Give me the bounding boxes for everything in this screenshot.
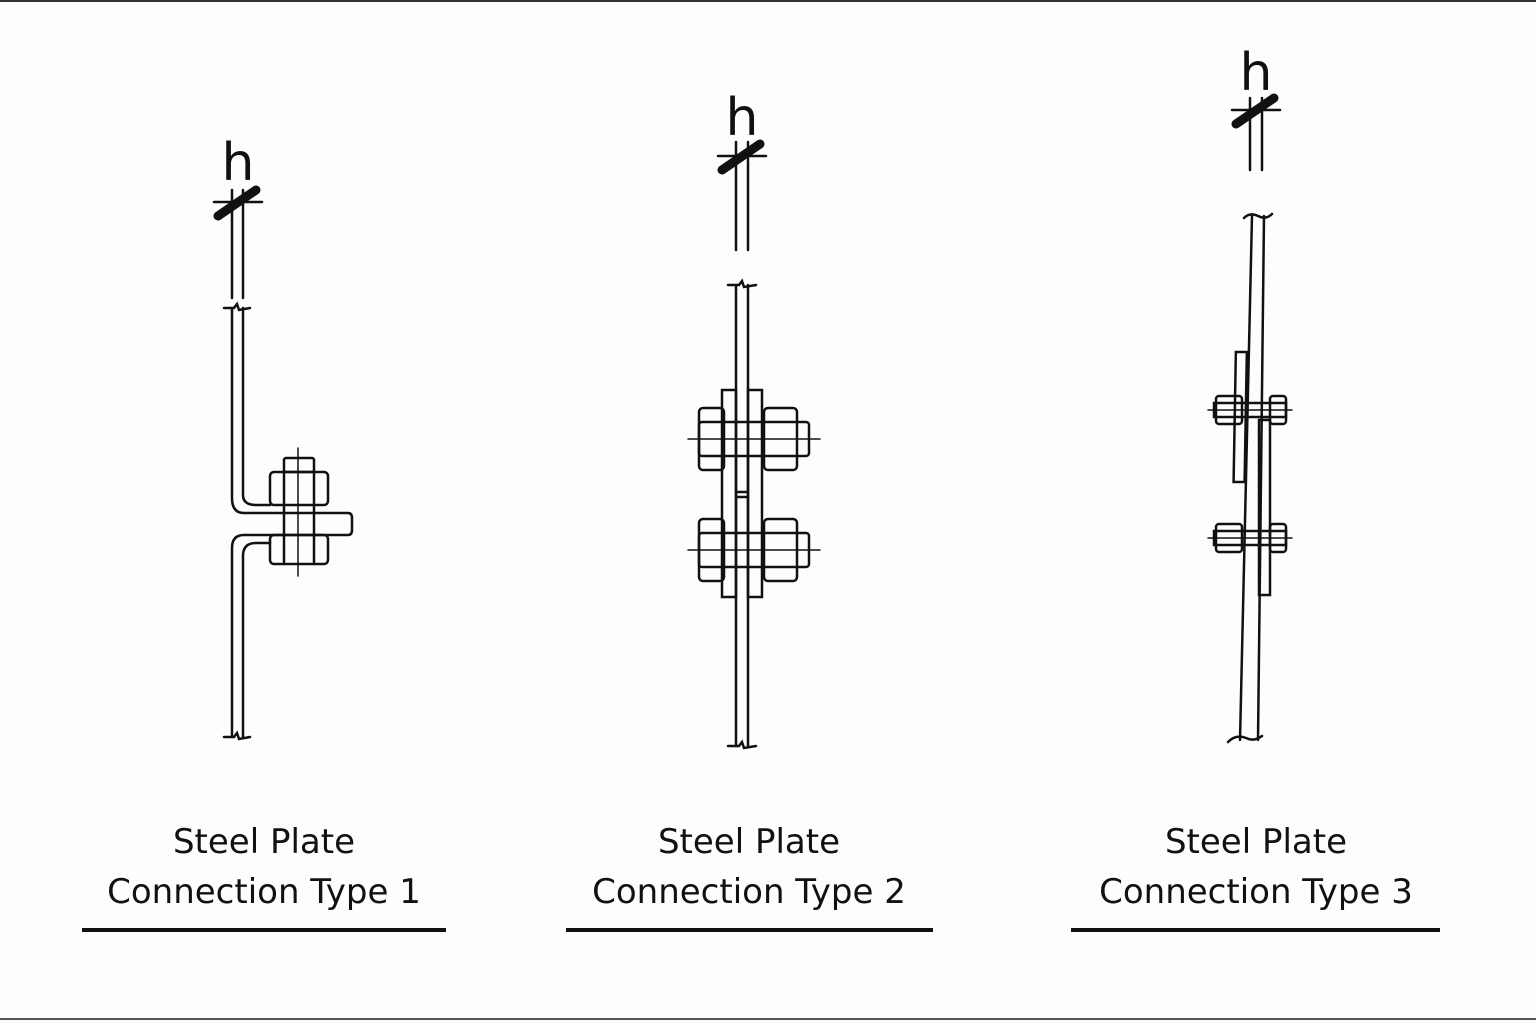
caption-type-3: Steel Plate Connection Type 3 — [1056, 817, 1456, 917]
caption-line-2: Connection Type 1 — [107, 872, 421, 912]
bolt-upper — [1207, 394, 1293, 426]
dimension-label-h: h — [726, 88, 759, 148]
caption-line-1: Steel Plate — [172, 822, 356, 862]
caption-line-1: Steel Plate — [657, 822, 841, 862]
caption-underline — [1071, 928, 1440, 932]
connection-type-3-drawing: h — [1207, 43, 1293, 744]
bolt-lower — [687, 517, 821, 583]
caption-line-2: Connection Type 2 — [592, 872, 906, 912]
bolt-upper — [687, 406, 821, 472]
connection-type-2-drawing: h — [687, 88, 821, 750]
caption-underline — [82, 928, 446, 932]
caption-type-2: Steel Plate Connection Type 2 — [549, 817, 949, 917]
bolt-lower — [1207, 522, 1293, 554]
break-mark-icon — [213, 185, 261, 221]
frame-bottom-border — [0, 1018, 1536, 1020]
caption-type-1: Steel Plate Connection Type 1 — [64, 817, 464, 917]
connection-type-1-drawing: h — [212, 133, 354, 741]
break-mark-icon — [717, 139, 765, 175]
caption-underline — [566, 928, 933, 932]
frame-top-border — [0, 0, 1536, 2]
caption-line-2: Connection Type 3 — [1099, 872, 1413, 912]
dimension-label-h: h — [1240, 43, 1273, 103]
dimension-label-h: h — [222, 133, 255, 193]
caption-line-1: Steel Plate — [1164, 822, 1348, 862]
break-mark-icon — [1231, 93, 1279, 129]
